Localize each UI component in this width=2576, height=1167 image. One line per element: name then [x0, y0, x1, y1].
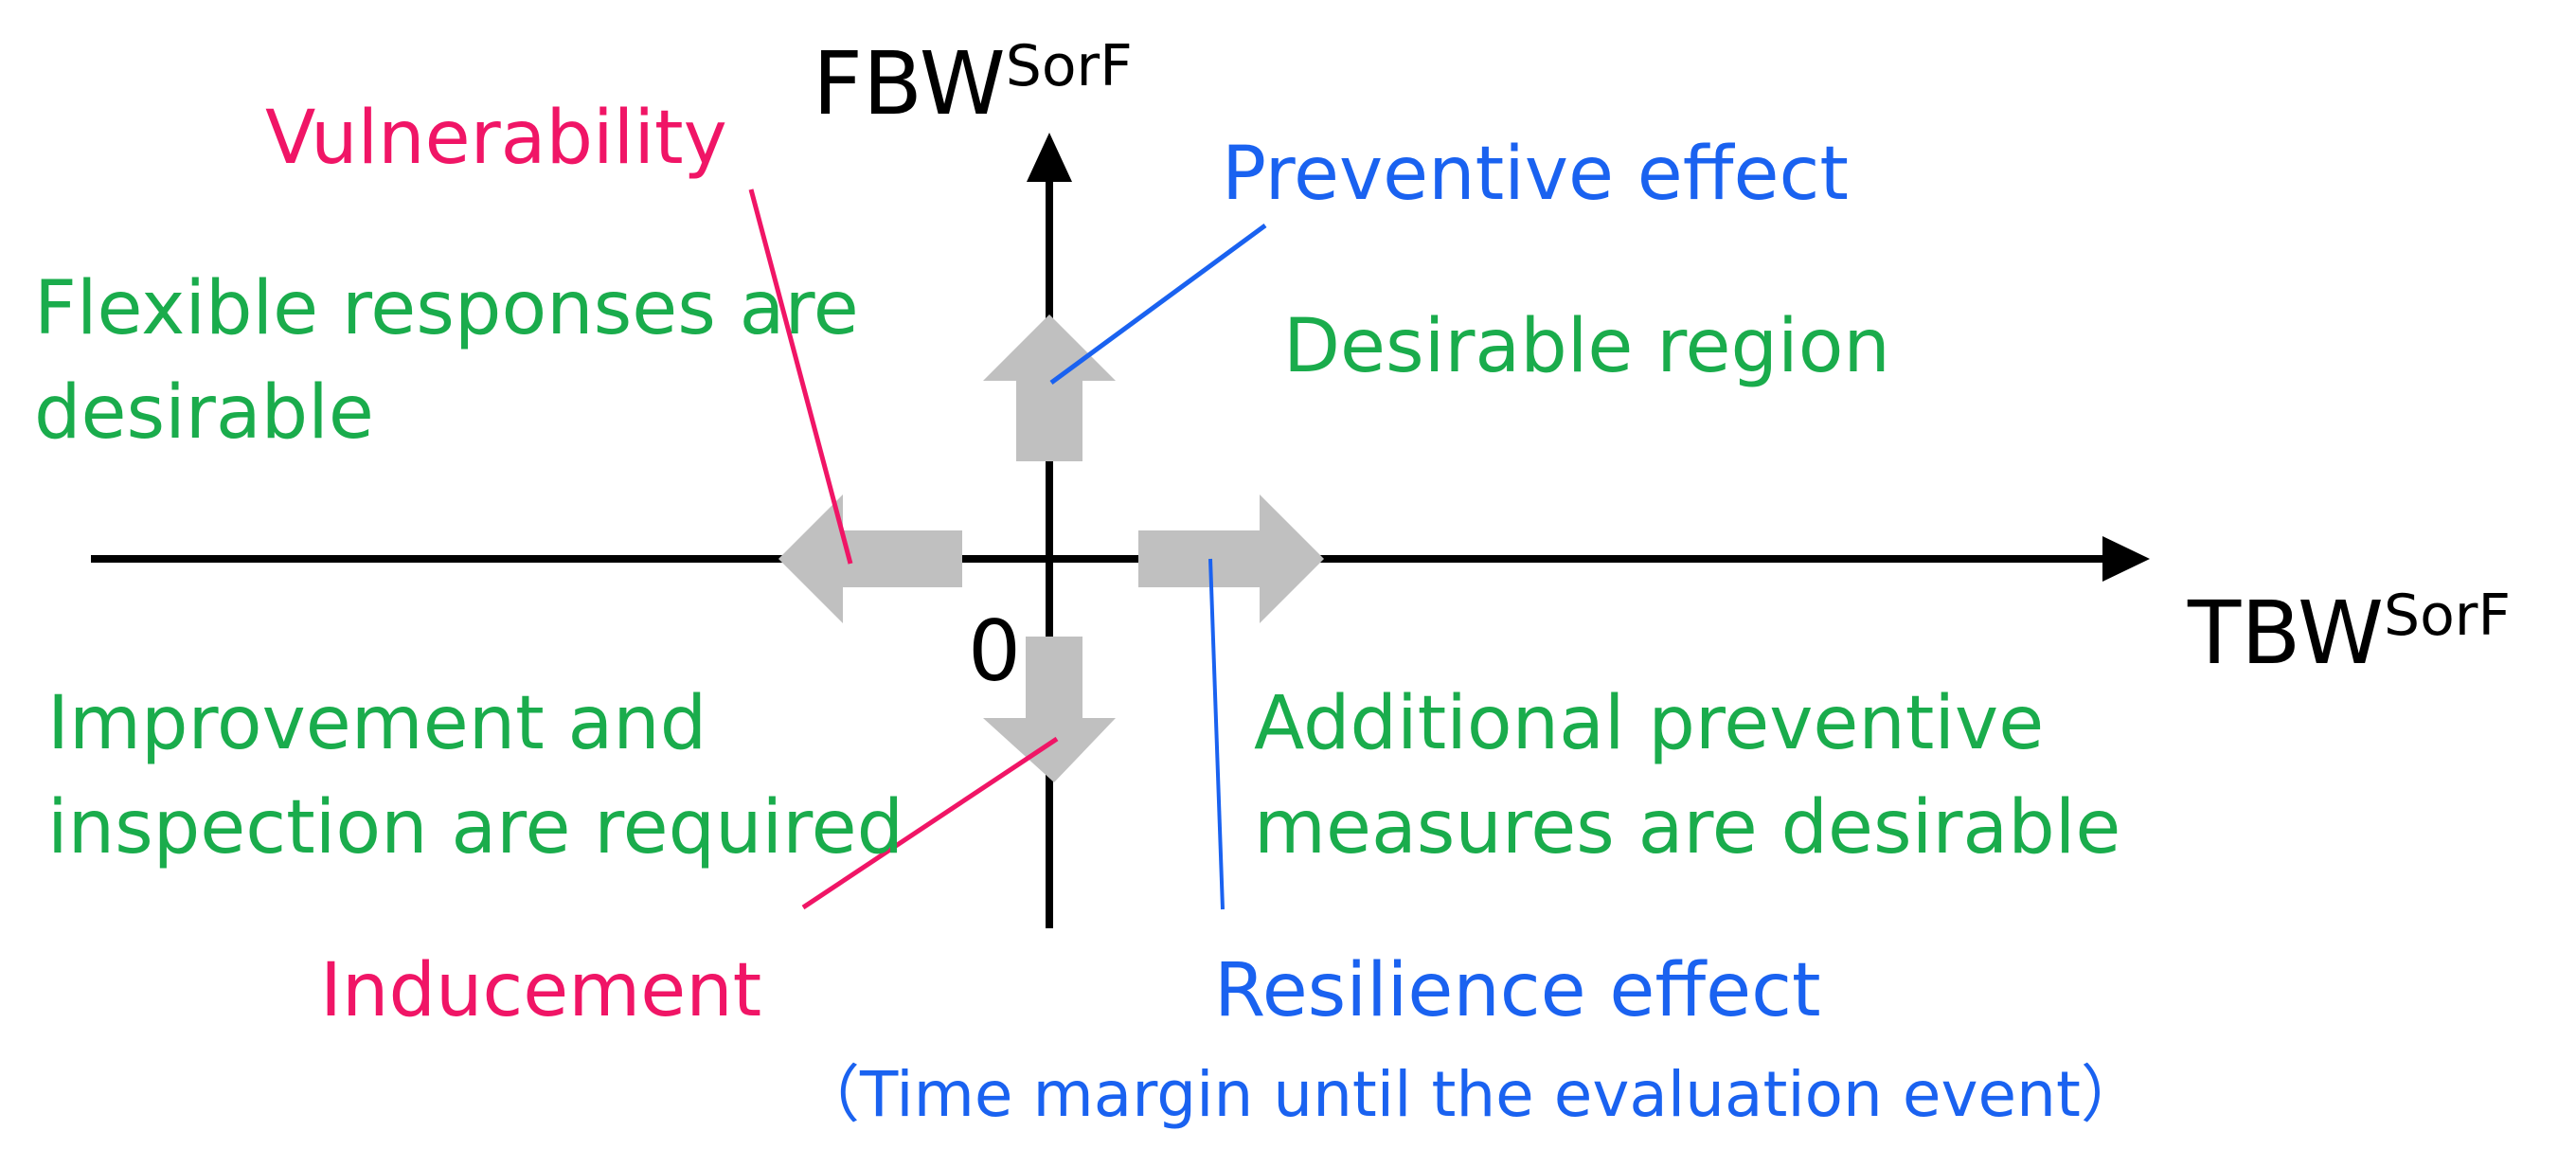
y-axis-label-main: FBW	[813, 33, 1006, 135]
vulnerability-leader	[748, 189, 853, 565]
preventive-leader	[1049, 223, 1267, 386]
bottom-right-region-line1: Additional preventive	[1254, 681, 2044, 766]
direction-arrows	[778, 314, 1324, 782]
x-axis-label-sup: SorF	[2384, 583, 2511, 649]
axes	[91, 133, 2150, 928]
bottom-left-region-line1: Improvement and	[47, 681, 707, 766]
top-left-region-line2: desirable	[34, 370, 374, 456]
top-left-region-line1: Flexible responses are	[34, 266, 859, 351]
left-arrow	[778, 494, 962, 623]
bottom-right-region-line2: measures are desirable	[1254, 785, 2120, 871]
y-axis-label: FBWSorF	[813, 33, 1133, 135]
region-texts: Flexible responses are desirable Desirab…	[34, 266, 2120, 871]
preventive-effect-label: Preventive effect	[1222, 132, 1849, 217]
up-arrow	[983, 314, 1116, 461]
resilience-note: （Time margin until the evaluation event）	[797, 1058, 2143, 1131]
down-arrow	[983, 637, 1116, 782]
resilience-effect-label: Resilience effect	[1214, 948, 1821, 1033]
origin-label: 0	[968, 602, 1021, 700]
x-axis-label-main: TBW	[2187, 583, 2384, 684]
top-right-region: Desirable region	[1283, 304, 1890, 389]
inducement-label: Inducement	[320, 948, 761, 1033]
x-axis-label: TBWSorF	[2187, 583, 2511, 684]
inducement-leader	[801, 736, 1059, 910]
right-arrow	[1138, 494, 1324, 623]
x-axis-arrowhead	[2102, 536, 2150, 582]
y-axis-arrowhead	[1027, 133, 1072, 182]
vulnerability-label: Vulnerability	[265, 96, 727, 181]
y-axis-label-sup: SorF	[1006, 33, 1133, 99]
resilience-leader	[1208, 558, 1225, 910]
leader-lines	[748, 189, 1267, 910]
bottom-left-region-line2: inspection are required	[47, 785, 903, 871]
